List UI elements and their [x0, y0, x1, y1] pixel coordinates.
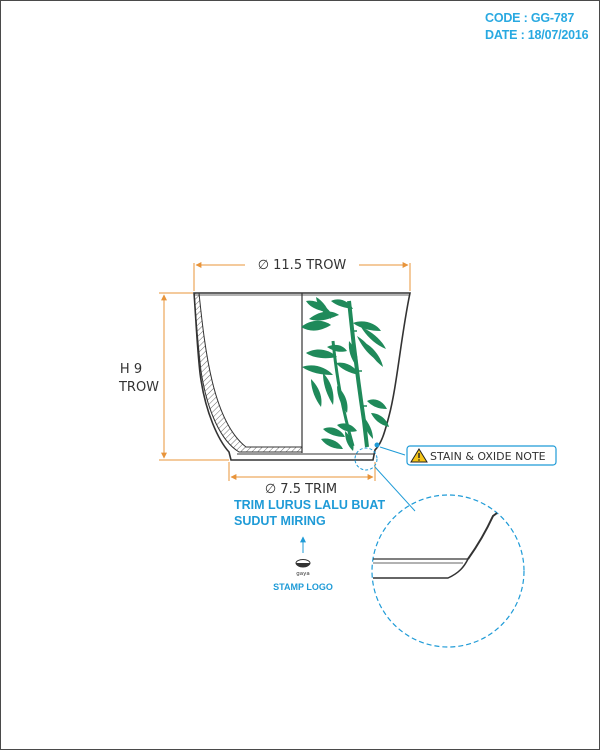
- stamp-logo-icon: gaya: [295, 559, 311, 577]
- stain-note-box: [406, 445, 557, 466]
- detail-leader-line: [374, 466, 416, 512]
- bamboo-decoration: [301, 297, 389, 451]
- stain-leader-line: [379, 446, 406, 456]
- trim-note-line1: TRIM LURUS LALU BUAT: [234, 498, 385, 512]
- date-label: DATE : 18/07/2016: [485, 28, 589, 42]
- cup-outline: [193, 292, 411, 461]
- stain-marker-dot: [374, 442, 380, 448]
- bottom-diameter-label: ∅ 7.5 TRIM: [265, 482, 337, 497]
- stamp-logo-label: STAMP LOGO: [273, 582, 333, 592]
- cup-wall-section: [193, 292, 303, 453]
- top-diameter-dimension: ∅ 11.5 TROW: [193, 258, 411, 291]
- detail-source-circle: [354, 447, 378, 471]
- detail-zoom-geometry: [373, 512, 498, 579]
- code-label: CODE : GG-787: [485, 11, 575, 25]
- height-label-line1: H 9: [120, 362, 142, 377]
- header-block: CODE : GG-787 DATE : 18/07/2016: [485, 10, 589, 44]
- detail-zoom-circle: [371, 494, 525, 648]
- stamp-brand-text: gaya: [296, 571, 310, 577]
- warning-triangle-icon: [410, 448, 428, 463]
- height-dimension: H 9 TROW: [118, 292, 229, 461]
- bottom-diameter-dimension: ∅ 7.5 TRIM: [228, 462, 376, 497]
- trim-note-line2: SUDUT MIRING: [234, 514, 326, 528]
- height-label-line2: TROW: [118, 380, 159, 395]
- top-diameter-label: ∅ 11.5 TROW: [258, 258, 347, 273]
- stain-note-label: STAIN & OXIDE NOTE: [430, 450, 546, 463]
